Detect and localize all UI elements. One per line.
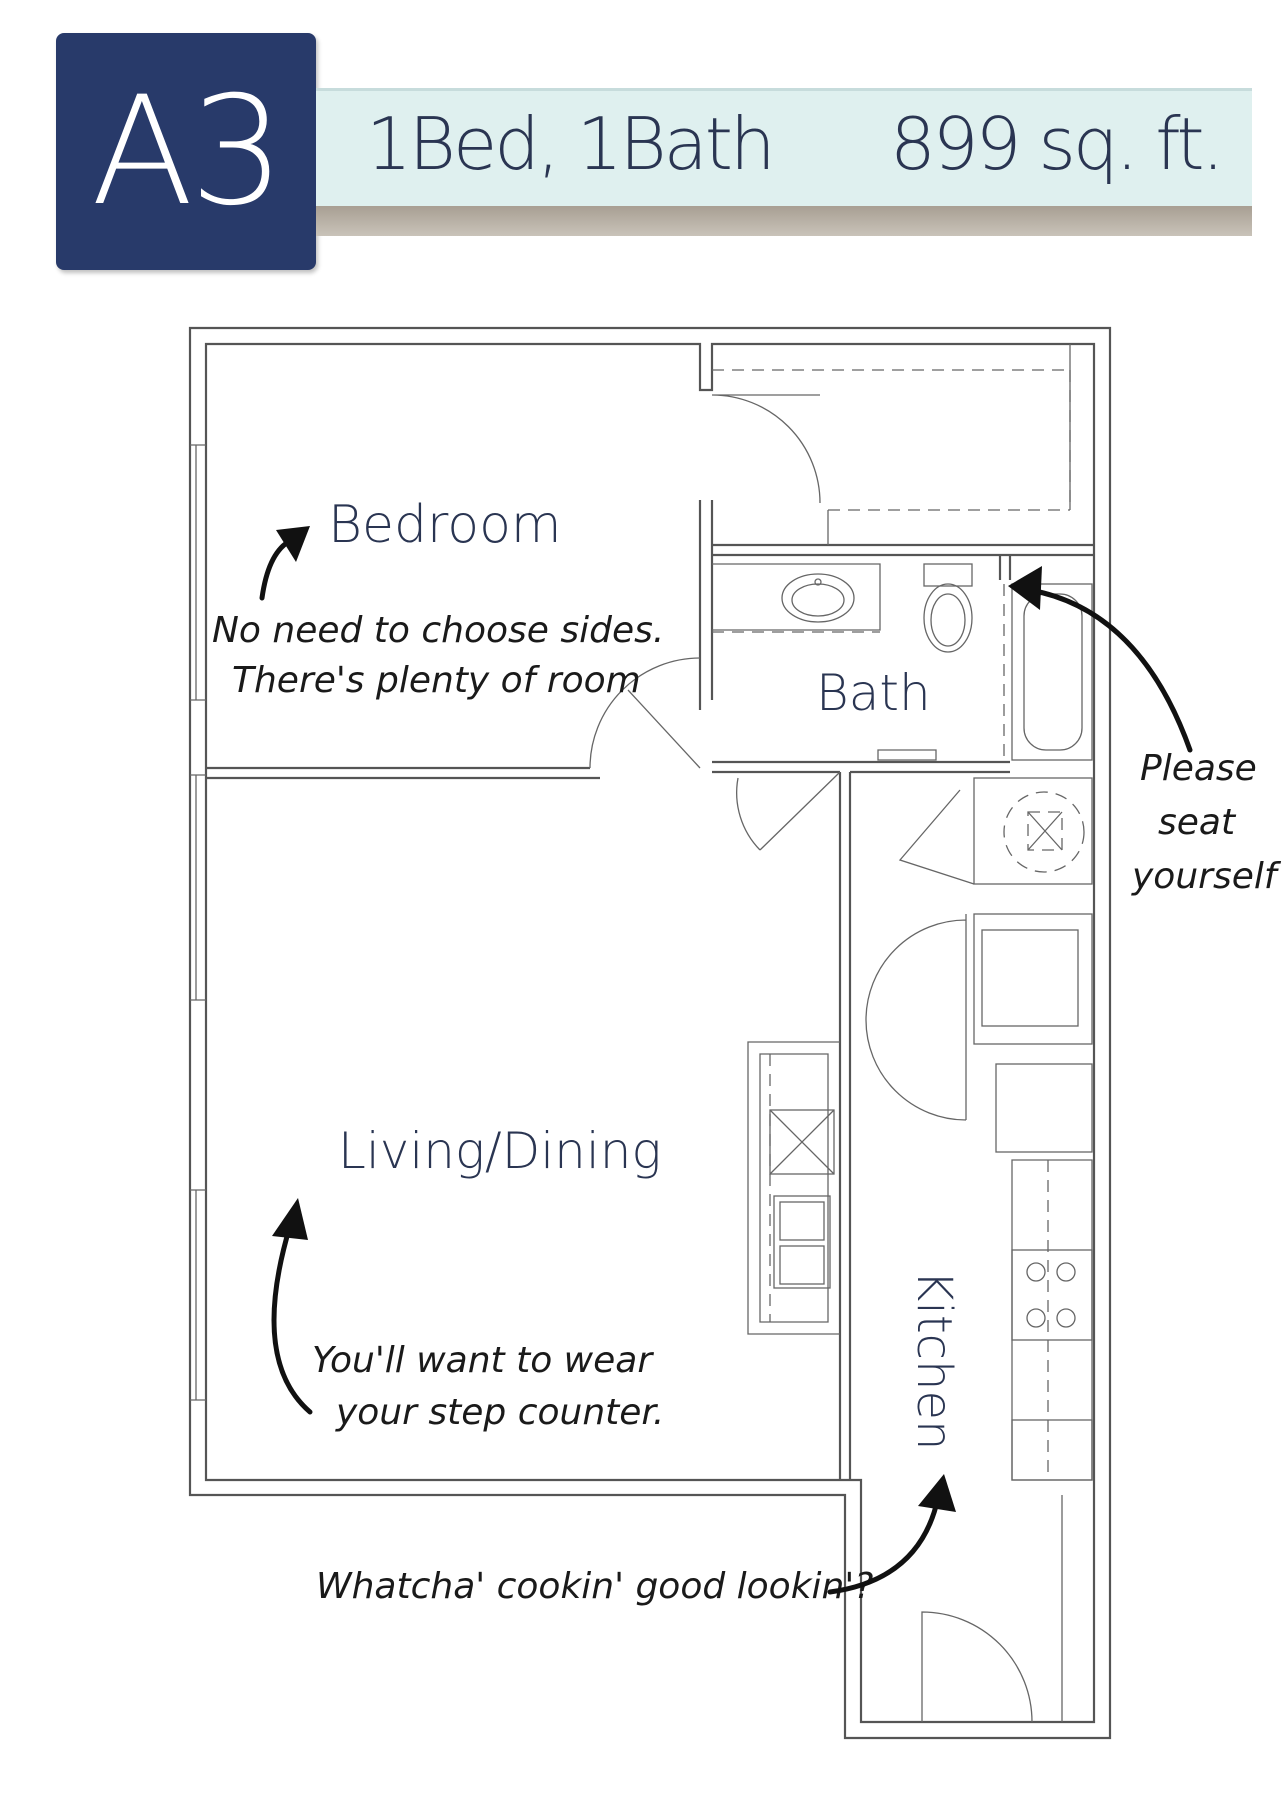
kitchen-island (747, 1041, 840, 1335)
arrow-icon (259, 526, 310, 601)
outer-walls (188, 326, 1112, 1740)
bath-note-line1: Please (1140, 748, 1257, 789)
towel-bar (877, 749, 937, 761)
stove-icon (1011, 1249, 1093, 1341)
header-band-shadow (316, 206, 1252, 236)
arrow-icon (827, 1474, 956, 1595)
unit-badge: A3 (56, 33, 316, 270)
double-sink-icon (773, 1195, 831, 1289)
arrow-icon (1008, 566, 1193, 753)
bed-bath-label: 1Bed, 1Bath (366, 102, 776, 186)
bathtub-icon (1003, 583, 1093, 761)
kitchen-counter (1011, 1159, 1093, 1481)
header-band (316, 88, 1252, 209)
bath-note-line2: seat (1158, 802, 1237, 843)
area-label: 899 sq. ft. (890, 102, 1224, 186)
room-label-kitchen: Kitchen (906, 1270, 962, 1450)
sink-icon (712, 563, 881, 633)
washer-icon (865, 913, 1093, 1121)
toilet-icon (923, 563, 973, 653)
room-label-bedroom: Bedroom (328, 495, 562, 555)
hall-door (736, 771, 841, 851)
room-label-living-dining: Living/Dining (338, 1122, 661, 1180)
unit-code: A3 (90, 64, 285, 239)
kitchen-note-line1: Whatcha' cookin' good lookin'? (316, 1566, 873, 1607)
bath-door (589, 657, 701, 769)
refrigerator (995, 1063, 1093, 1153)
room-label-bath: Bath (816, 664, 931, 722)
entry-door (921, 1495, 1063, 1723)
living-note-line2: your step counter. (335, 1392, 664, 1433)
arrow-icon (271, 1198, 313, 1415)
dishwasher (769, 1109, 835, 1175)
closet-shelving (712, 344, 1071, 545)
water-heater-icon (898, 777, 1093, 885)
bath-note-line3: yourself (1131, 856, 1282, 897)
bedroom-note-line1: No need to choose sides. (212, 610, 664, 651)
living-note-line1: You'll want to wear (312, 1340, 654, 1381)
bedroom-note-line2: There's plenty of room (232, 660, 641, 701)
interior-walls (206, 394, 1094, 1480)
